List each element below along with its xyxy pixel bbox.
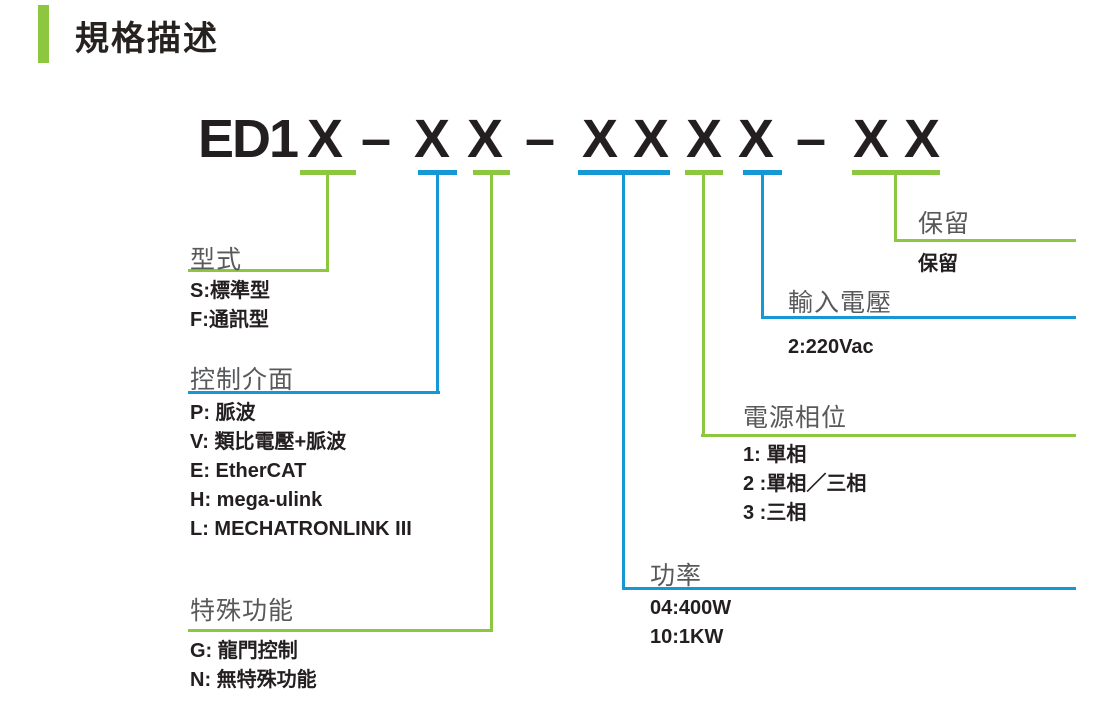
marker-bar-type [300, 170, 356, 175]
model-part-x3: X [466, 109, 504, 169]
connector-line-type [326, 174, 329, 272]
underline-special [188, 629, 493, 632]
connector-line-power [622, 174, 625, 590]
item-power-04: 04:400W [650, 597, 732, 619]
model-part-x5: X [632, 109, 670, 169]
item-interface-h: H: mega-ulink [190, 489, 323, 511]
model-part-x4: X [581, 109, 619, 169]
marker-bar-special [473, 170, 510, 175]
connector-line-voltage [761, 174, 764, 319]
underline-reserved [894, 239, 1076, 242]
model-part-x6: X [685, 109, 723, 169]
marker-bar-interface [418, 170, 457, 175]
item-special-g: G: 龍門控制 [190, 640, 298, 662]
marker-bar-phase [685, 170, 723, 175]
section-items-reserved: 保留 [918, 250, 958, 279]
model-part-prefix: ED1 [198, 109, 299, 169]
section-title-interface: 控制介面 [190, 366, 295, 394]
underline-voltage [761, 316, 1076, 319]
section-items-special: G: 龍門控制 N: 無特殊功能 [190, 637, 317, 695]
model-part-x8: X [852, 109, 890, 169]
item-voltage-2: 2:220Vac [788, 336, 874, 358]
model-code: ED1 X – X X – X X X X – X X [0, 112, 1118, 172]
marker-bar-voltage [743, 170, 782, 175]
model-part-x1: X [306, 109, 344, 169]
model-part-x9: X [903, 109, 941, 169]
section-title-voltage: 輸入電壓 [788, 289, 893, 317]
marker-bar-reserved [852, 170, 940, 175]
marker-bar-power [578, 170, 670, 175]
model-part-dash3: – [795, 109, 827, 169]
item-interface-p: P: 脈波 [190, 402, 256, 424]
connector-line-phase [702, 174, 705, 437]
model-part-x2: X [413, 109, 451, 169]
model-part-dash1: – [360, 109, 392, 169]
connector-line-interface [436, 174, 439, 394]
item-phase-1: 1: 單相 [743, 444, 807, 466]
underline-interface [188, 391, 440, 394]
underline-power [622, 587, 1076, 590]
item-reserved: 保留 [918, 253, 958, 275]
section-title-power: 功率 [650, 562, 703, 590]
connector-line-special [490, 174, 493, 632]
item-type-f: F:通訊型 [190, 309, 269, 331]
item-type-s: S:標準型 [190, 280, 270, 302]
item-phase-2: 2 :單相／三相 [743, 473, 867, 495]
section-items-power: 04:400W 10:1KW [650, 594, 731, 652]
section-title-reserved: 保留 [918, 210, 971, 238]
green-accent-bar [38, 5, 49, 63]
model-part-dash2: – [524, 109, 556, 169]
page-title: 規格描述 [75, 20, 219, 58]
section-title-special: 特殊功能 [190, 597, 295, 625]
underline-type [188, 269, 329, 272]
connector-line-reserved [894, 174, 897, 242]
section-title-type: 型式 [190, 246, 243, 274]
section-items-interface: P: 脈波 V: 類比電壓+脈波 E: EtherCAT H: mega-uli… [190, 399, 412, 544]
item-power-10: 10:1KW [650, 626, 724, 648]
section-title-phase: 電源相位 [743, 404, 848, 432]
model-part-x7: X [737, 109, 775, 169]
item-phase-3: 3 :三相 [743, 502, 807, 524]
section-items-type: S:標準型 F:通訊型 [190, 277, 270, 335]
item-interface-l: L: MECHATRONLINK III [190, 518, 412, 540]
underline-phase [701, 434, 1076, 437]
section-items-voltage: 2:220Vac [788, 333, 874, 362]
item-interface-v: V: 類比電壓+脈波 [190, 431, 347, 453]
item-special-n: N: 無特殊功能 [190, 669, 317, 691]
section-items-phase: 1: 單相 2 :單相／三相 3 :三相 [743, 441, 866, 528]
item-interface-e: E: EtherCAT [190, 460, 307, 482]
